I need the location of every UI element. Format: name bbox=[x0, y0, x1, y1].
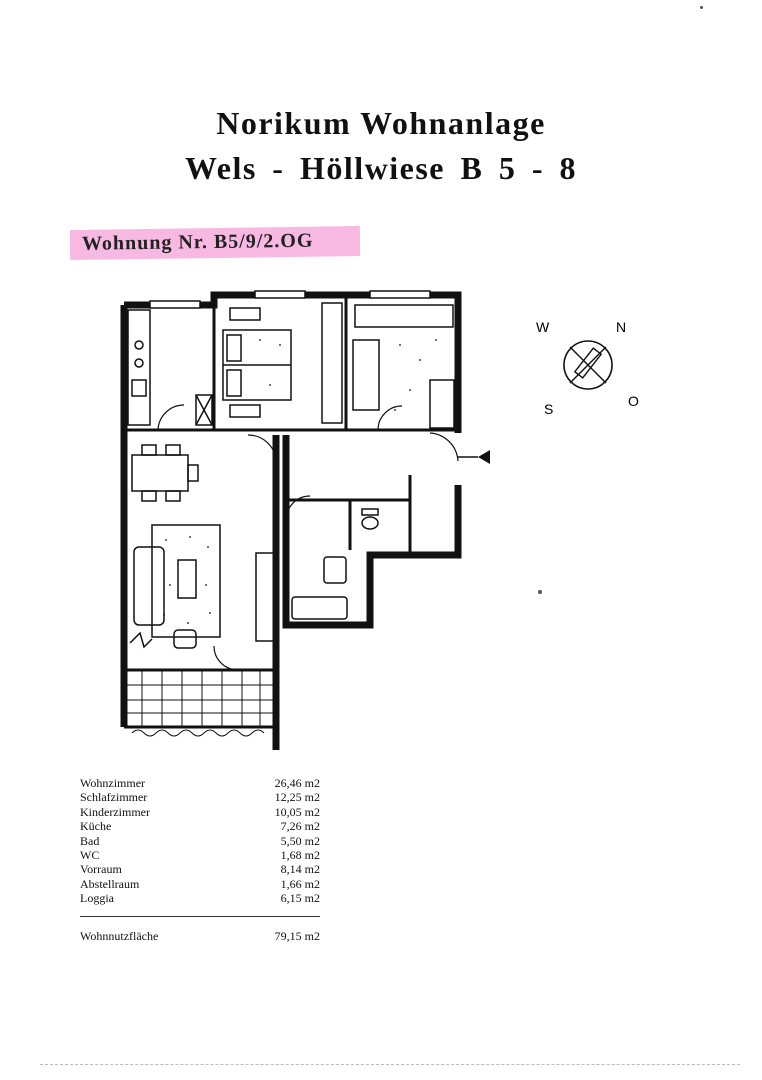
total-area-value: 79,15 m2 bbox=[274, 929, 320, 943]
door-swing bbox=[247, 434, 277, 461]
compass-icon: N O S W bbox=[536, 319, 639, 417]
dining-table bbox=[131, 454, 189, 492]
washbasin bbox=[323, 556, 347, 584]
toilet bbox=[361, 516, 379, 530]
outer-wall-stair bbox=[282, 435, 462, 629]
page-subtitle: Wels - Höllwiese B 5 - 8 bbox=[185, 150, 577, 186]
planter bbox=[131, 729, 265, 737]
compass-west: W bbox=[536, 319, 550, 335]
entrance-arrow bbox=[478, 450, 490, 464]
nightstand bbox=[229, 404, 261, 418]
sideboard bbox=[255, 552, 275, 642]
wardrobe bbox=[321, 302, 343, 424]
single-bed bbox=[352, 339, 380, 411]
rug bbox=[151, 524, 221, 638]
desk bbox=[354, 304, 454, 328]
compass-east: O bbox=[628, 393, 639, 409]
total-area-row: Wohnnutzfläche 79,15 m2 bbox=[80, 929, 320, 944]
scan-speck bbox=[538, 590, 542, 594]
door-swing bbox=[377, 405, 403, 431]
floor-plan bbox=[120, 290, 490, 750]
total-area-label: Wohnnutzfläche bbox=[80, 929, 159, 943]
unit-number-highlight: Wohnung Nr. B5/9/2.OG bbox=[69, 225, 361, 261]
window bbox=[149, 300, 201, 309]
kitchen-counter bbox=[127, 309, 151, 426]
compass-north: N bbox=[616, 319, 626, 335]
scan-edge bbox=[40, 1064, 740, 1065]
door-swing bbox=[429, 432, 459, 462]
page-title: Norikum Wohnanlage bbox=[216, 105, 546, 141]
divider bbox=[80, 916, 320, 917]
scan-speck bbox=[700, 6, 703, 9]
loggia-tiles bbox=[124, 670, 276, 737]
bathtub bbox=[291, 596, 348, 620]
unit-number: Wohnung Nr. B5/9/2.OG bbox=[81, 229, 314, 255]
compass-south: S bbox=[544, 401, 553, 417]
sofa bbox=[133, 546, 165, 626]
window bbox=[369, 290, 431, 299]
shelf bbox=[429, 379, 455, 429]
nightstand bbox=[229, 307, 261, 321]
window bbox=[254, 290, 306, 299]
door-swing bbox=[285, 495, 311, 521]
door-swing bbox=[157, 404, 185, 431]
plant bbox=[129, 631, 153, 649]
door-swing bbox=[213, 645, 239, 671]
coffee-table bbox=[177, 559, 197, 599]
armchair bbox=[173, 629, 197, 649]
